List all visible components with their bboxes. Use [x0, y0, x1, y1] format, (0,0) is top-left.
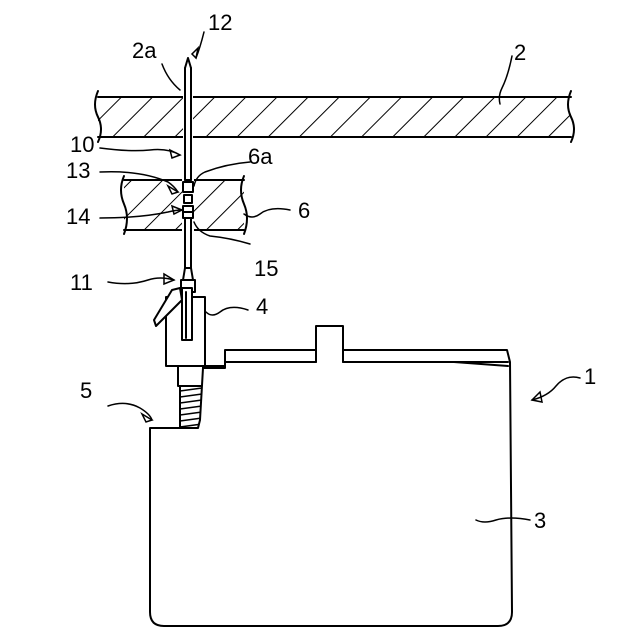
- label-12: 12: [208, 10, 232, 35]
- rod-10: [181, 58, 195, 292]
- label-4: 4: [256, 294, 268, 319]
- clip-4: [154, 288, 205, 386]
- label-6a: 6a: [248, 144, 273, 169]
- label-10: 10: [70, 132, 94, 157]
- label-13: 13: [66, 158, 90, 183]
- label-6: 6: [298, 198, 310, 223]
- label-15: 15: [254, 256, 278, 281]
- label-11: 11: [70, 270, 93, 295]
- label-1: 1: [584, 364, 596, 389]
- label-3: 3: [534, 508, 546, 533]
- label-5: 5: [80, 378, 92, 403]
- panel-2: [95, 91, 574, 142]
- label-2a: 2a: [132, 38, 157, 63]
- label-2: 2: [514, 40, 526, 65]
- label-14: 14: [66, 204, 90, 229]
- battery-1: [150, 326, 512, 626]
